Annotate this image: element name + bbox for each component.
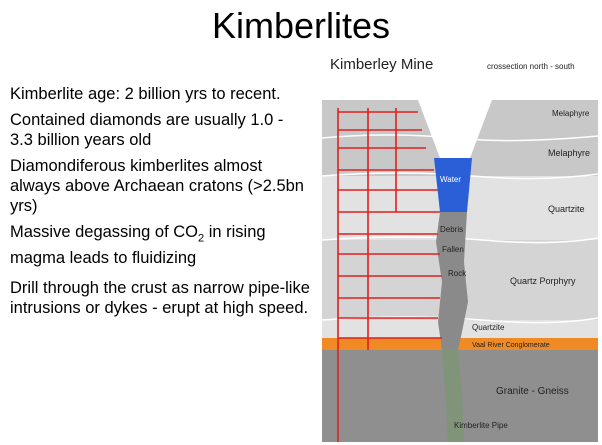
- contact-line-3: [322, 236, 598, 244]
- label-kimberlite-pipe: Kimberlite Pipe: [454, 421, 508, 430]
- label-melaphyre-top: Melaphyre: [552, 109, 590, 118]
- bullet-kimberlite-age: Kimberlite age: 2 billion yrs to recent.: [10, 85, 281, 103]
- label-melaphyre: Melaphyre: [548, 148, 590, 158]
- kimberley-mine-crosssection: Melaphyre Melaphyre Water Quartzite Debr…: [322, 72, 598, 442]
- label-quartzite: Quartzite: [548, 204, 585, 214]
- open-pit: [418, 100, 492, 158]
- label-granite-gneiss: Granite - Gneiss: [496, 386, 569, 397]
- layer-conglomerate: [322, 338, 598, 350]
- mine-shafts: [337, 108, 442, 442]
- label-fallen: Fallen: [442, 245, 464, 254]
- diagram-title: Kimberley Mine: [330, 56, 434, 73]
- kimberlite-pipe: [442, 350, 464, 442]
- label-rock: Rock: [448, 269, 467, 278]
- label-conglomerate: Vaal River Conglomerate: [472, 342, 550, 349]
- fallen-debris: [436, 212, 468, 350]
- bullet-degassing-post: in rising magma leads to fluidizing: [10, 223, 266, 268]
- bullet-diamond-age: Contained diamonds are usually 1.0 - 3.3…: [10, 111, 284, 149]
- label-debris: Debris: [440, 225, 463, 234]
- water-body: [434, 158, 472, 212]
- bullet-degassing: Massive degassing of CO2 in rising magma…: [10, 222, 310, 268]
- sky: [322, 72, 598, 100]
- bullet-list: Kimberlite age: 2 billion yrs to recent.…: [10, 84, 310, 324]
- bullet-intrusions: Drill through the crust as narrow pipe-l…: [10, 279, 310, 318]
- label-water: Water: [440, 175, 461, 184]
- label-quartzite-lower: Quartzite: [472, 323, 505, 332]
- bullet-cratons: Diamondiferous kimberlites almost always…: [10, 157, 304, 215]
- diagram-subtitle: crossection north - south: [487, 62, 575, 71]
- label-quartz-porphyry: Quartz Porphyry: [510, 276, 576, 286]
- bullet-degassing-pre: Massive degassing of CO: [10, 223, 199, 241]
- bullet-degassing-sub: 2: [198, 232, 205, 245]
- slide-title: Kimberlites: [211, 5, 391, 46]
